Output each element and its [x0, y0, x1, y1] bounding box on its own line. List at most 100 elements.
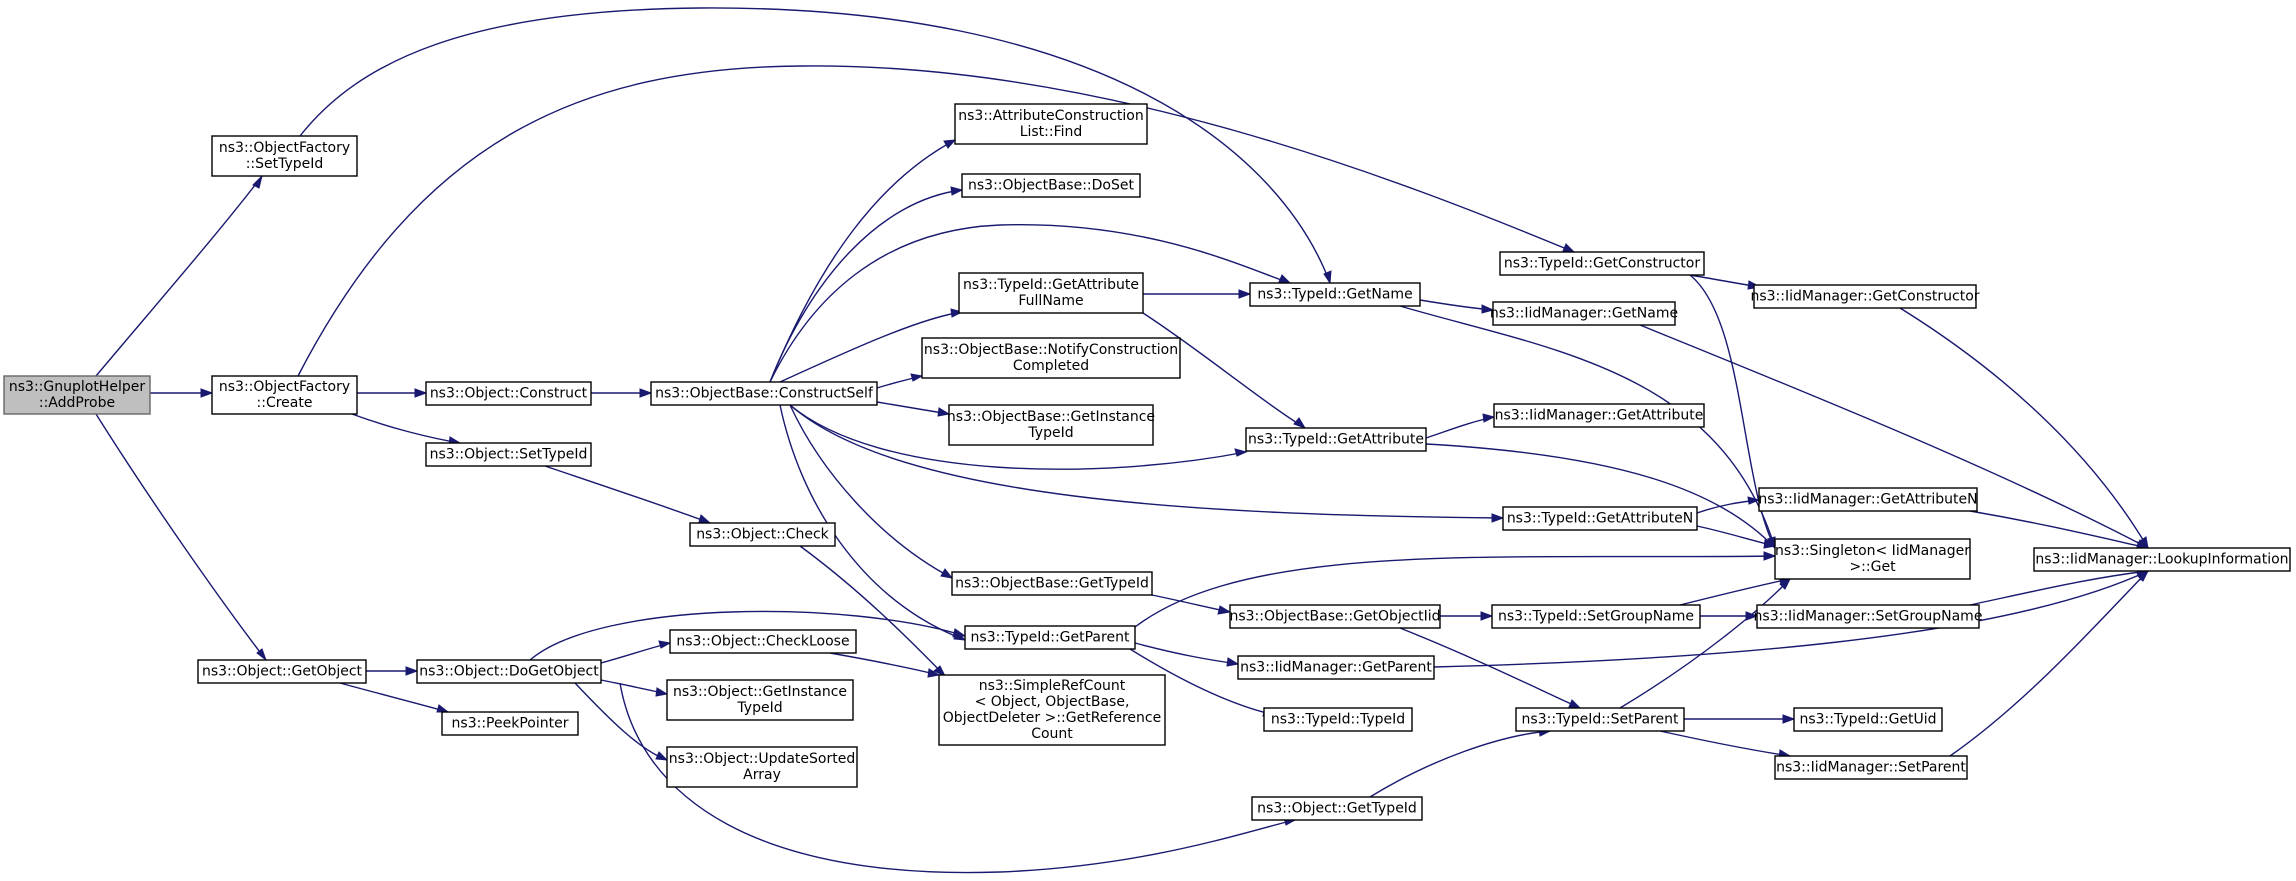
arrowhead — [937, 407, 951, 417]
edge-o_settypeid-to-o_check — [544, 465, 712, 524]
node-o-checkloose[interactable]: ns3::Object::CheckLoose — [669, 629, 857, 654]
edge-o_construct-to-ob_constructself — [591, 388, 653, 398]
node-label: ns3::GnuplotHelper — [9, 379, 145, 395]
node-label: ns3::IidManager::GetAttribute — [1495, 408, 1704, 424]
arrowhead — [200, 388, 214, 398]
node-box — [961, 173, 1141, 198]
node-box — [1229, 604, 1441, 629]
node-gh-addprobe[interactable]: ns3::GnuplotHelper::AddProbe — [3, 375, 151, 415]
node-iid-lookup[interactable]: ns3::IidManager::LookupInformation — [2033, 547, 2291, 572]
arrowhead — [436, 704, 450, 713]
node-label: < Object, ObjectBase, — [975, 694, 1130, 710]
node-label: ns3::ObjectBase::NotifyConstruction — [924, 342, 1178, 358]
node-box — [921, 337, 1181, 379]
node-label: ns3::Object::GetObject — [202, 664, 363, 680]
edge-ob_gettypeid-to-ob_getobjectiid — [1151, 594, 1232, 615]
edge-line — [1399, 305, 1776, 549]
edge-line — [1969, 570, 2149, 606]
node-t-getattribute[interactable]: ns3::TypeId::GetAttribute — [1245, 427, 1427, 452]
node-label: ns3::IidManager::GetName — [1490, 306, 1678, 322]
node-box — [1493, 403, 1705, 428]
edge-of_create-to-o_construct — [357, 388, 428, 398]
edge-of_settypeid-to-t_getname — [299, 7, 1332, 285]
arrowhead — [927, 668, 941, 678]
edge-line — [529, 610, 966, 661]
node-t-typeid[interactable]: ns3::TypeId::TypeId — [1263, 707, 1413, 732]
arrowhead — [698, 514, 712, 524]
node-iid-getparent[interactable]: ns3::IidManager::GetParent — [1237, 655, 1435, 680]
node-o-check[interactable]: ns3::Object::Check — [689, 522, 836, 547]
node-box — [689, 522, 836, 547]
node-box — [1753, 284, 1977, 309]
node-box — [1263, 707, 1413, 732]
node-t-setparent[interactable]: ns3::TypeId::SetParent — [1515, 707, 1685, 732]
node-of-settypeid[interactable]: ns3::ObjectFactory::SetTypeId — [211, 135, 358, 177]
node-t-getname[interactable]: ns3::TypeId::GetName — [1249, 282, 1421, 307]
edge-line — [789, 404, 953, 579]
node-o-dogetobject[interactable]: ns3::Object::DoGetObject — [416, 659, 602, 684]
arrowhead — [1763, 551, 1777, 561]
node-o-construct[interactable]: ns3::Object::Construct — [425, 381, 592, 406]
edge-line — [339, 682, 449, 713]
node-t-getattributen[interactable]: ns3::TypeId::GetAttributeN — [1502, 506, 1698, 531]
node-label: ::SetTypeId — [246, 156, 324, 172]
arrowhead — [405, 666, 419, 676]
arrowhead — [1763, 539, 1777, 549]
node-label: ns3::IidManager::LookupInformation — [2035, 552, 2288, 568]
node-iid-getattribute[interactable]: ns3::IidManager::GetAttribute — [1493, 403, 1705, 428]
node-ob-getobjectiid[interactable]: ns3::ObjectBase::GetObjectIid — [1229, 604, 1441, 629]
edge-iid_getattributen-to-iid_lookup — [1969, 510, 2150, 551]
node-ob-notify[interactable]: ns3::ObjectBase::NotifyConstructionCompl… — [921, 337, 1181, 379]
edge-t_setparent-to-iid_setparent — [1659, 730, 1792, 759]
edge-t_setparent-to-t_getuid — [1684, 714, 1796, 724]
node-label: ObjectDeleter >::GetReference — [943, 710, 1161, 726]
arrowhead — [655, 687, 669, 697]
node-iid-setparent[interactable]: ns3::IidManager::SetParent — [1774, 755, 1968, 780]
node-t-setgroupname[interactable]: ns3::TypeId::SetGroupName — [1491, 604, 1701, 629]
node-label: ns3::ObjectBase::GetObjectIid — [1229, 609, 1440, 625]
node-o-settypeid[interactable]: ns3::Object::SetTypeId — [425, 442, 592, 467]
edge-line — [1369, 730, 1551, 798]
node-label: FullName — [1018, 293, 1083, 309]
edge-line — [1899, 307, 2149, 549]
node-t-getuid[interactable]: ns3::TypeId::GetUid — [1793, 707, 1943, 732]
edge-t_getattrfullname-to-t_getattribute — [1142, 312, 1307, 429]
node-box — [666, 679, 854, 721]
arrowhead — [1293, 417, 1307, 429]
node-of-create[interactable]: ns3::ObjectFactory::Create — [211, 375, 358, 415]
node-src-getrefcount[interactable]: ns3::SimpleRefCount< Object, ObjectBase,… — [938, 674, 1166, 746]
node-box — [2033, 547, 2291, 572]
node-box — [3, 375, 151, 415]
edge-ob_constructself-to-t_getattrfullname — [779, 308, 964, 383]
node-o-gettypeid[interactable]: ns3::Object::GetTypeId — [1251, 796, 1423, 821]
node-iid-getname[interactable]: ns3::IidManager::GetName — [1490, 301, 1678, 326]
node-ob-doset[interactable]: ns3::ObjectBase::DoSet — [961, 173, 1141, 198]
edge-line — [1969, 510, 2149, 549]
node-iid-getconstructor[interactable]: ns3::IidManager::GetConstructor — [1750, 284, 1980, 309]
edge-line — [1619, 578, 1791, 709]
arrowhead — [1562, 243, 1576, 253]
node-iid-getattributen[interactable]: ns3::IidManager::GetAttributeN — [1758, 487, 1978, 512]
arrowhead — [639, 388, 653, 398]
edge-ob_constructself-to-t_getattribute — [789, 404, 1248, 470]
arrowhead — [933, 665, 947, 678]
edge-line — [600, 642, 671, 664]
node-t-getconstructor[interactable]: ns3::TypeId::GetConstructor — [1499, 251, 1705, 276]
node-iid-setgroupname[interactable]: ns3::IidManager::SetGroupName — [1754, 604, 1983, 629]
node-o-getobject[interactable]: ns3::Object::GetObject — [197, 659, 367, 684]
edge-t_getattribute-to-iid_getattribute — [1425, 413, 1496, 439]
edge-o_check-to-src_getrefcount — [799, 545, 947, 678]
node-ob-gettypeid[interactable]: ns3::ObjectBase::GetTypeId — [951, 571, 1153, 596]
node-singleton-get[interactable]: ns3::Singleton< IidManager>::Get — [1774, 538, 1971, 580]
edge-t_getattributen-to-singleton_get — [1696, 525, 1777, 549]
node-ob-constructself[interactable]: ns3::ObjectBase::ConstructSelf — [650, 381, 878, 406]
node-t-getparent[interactable]: ns3::TypeId::GetParent — [964, 625, 1136, 650]
node-peekpointer[interactable]: ns3::PeekPointer — [441, 711, 579, 736]
edge-t_getattributen-to-iid_getattributen — [1696, 496, 1761, 514]
edge-line — [1659, 730, 1791, 757]
